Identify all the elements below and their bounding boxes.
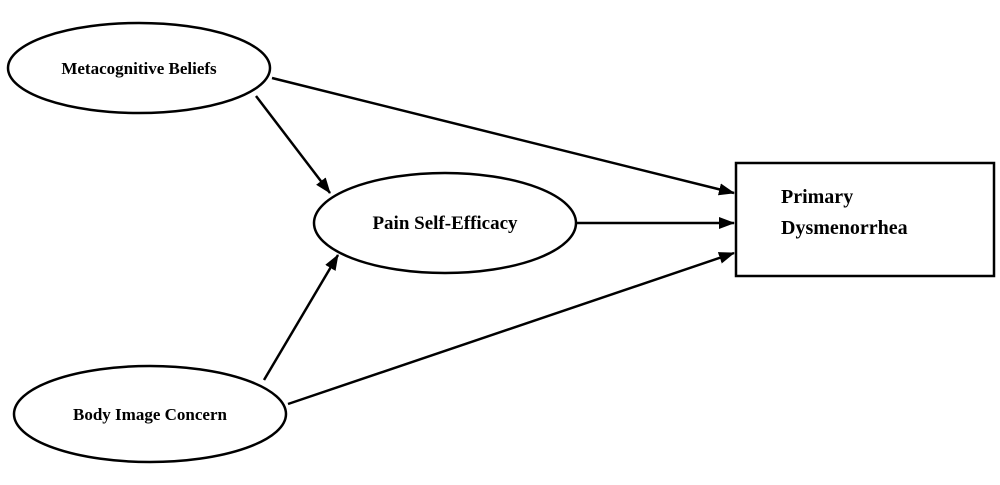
node-pain-self-efficacy-ellipse [312, 171, 578, 275]
node-metacognitive-beliefs: Metacognitive Beliefs [6, 21, 272, 115]
edge-body-image-to-pain-efficacy [262, 254, 340, 381]
node-body-image-concern: Body Image Concern [12, 364, 288, 464]
node-primary-dysmenorrhea-label-line2: Dysmenorrhea [781, 217, 908, 239]
edge-body-image-to-dysmenorrhea [287, 251, 735, 406]
node-pain-self-efficacy-label: Pain Self-Efficacy [372, 213, 518, 234]
node-metacognitive-beliefs-ellipse [6, 21, 272, 115]
node-primary-dysmenorrhea: Primary Dysmenorrhea [734, 161, 996, 278]
node-body-image-concern-label: Body Image Concern [73, 405, 227, 424]
edge-metacognitive-to-dysmenorrhea [271, 76, 735, 196]
node-primary-dysmenorrhea-box [734, 161, 996, 278]
node-primary-dysmenorrhea-label-line1: Primary [781, 186, 853, 208]
node-metacognitive-beliefs-label: Metacognitive Beliefs [61, 59, 217, 78]
node-body-image-concern-ellipse [12, 364, 288, 464]
node-pain-self-efficacy: Pain Self-Efficacy [312, 171, 578, 275]
edge-metacognitive-to-pain-efficacy [255, 95, 331, 194]
